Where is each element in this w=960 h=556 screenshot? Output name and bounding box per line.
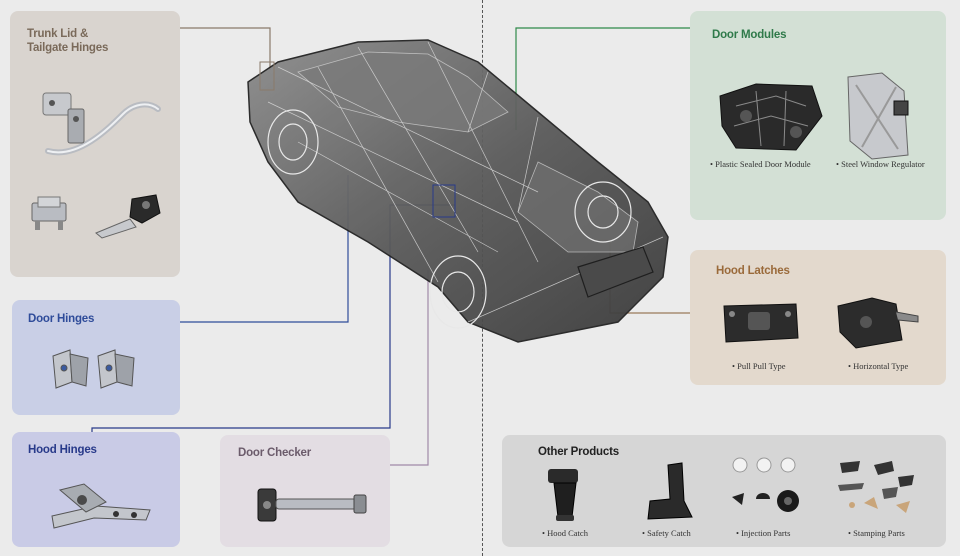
trunk-title-line2: Tailgate Hinges (27, 42, 109, 54)
other-products-title: Other Products (538, 446, 619, 458)
hood-hinge-icon (51, 483, 151, 529)
panel-door-modules: Door Modules • Plastic Sealed Door Modul… (690, 11, 946, 220)
car-wireframe-icon (247, 39, 669, 343)
horizontal-caption: • Horizontal Type (848, 361, 909, 371)
trunk-hinges-title: Trunk Lid & Tailgate Hinges (27, 27, 108, 55)
door-hinges-title: Door Hinges (28, 313, 95, 325)
tailgate-hinge-icon (95, 194, 161, 239)
hood-catch-caption: • Hood Catch (542, 528, 588, 538)
panel-door-hinges: Door Hinges (12, 300, 180, 415)
car-grille (577, 246, 654, 298)
panel-hood-hinges: Hood Hinges (12, 432, 180, 547)
panel-door-checker: Door Checker (220, 435, 390, 547)
window-regulator-caption: • Steel Window Regulator (836, 159, 925, 169)
hood-hinges-title: Hood Hinges (28, 444, 97, 456)
safety-catch-icon (647, 462, 693, 520)
hood-latch-horizontal-icon (837, 297, 919, 349)
gooseneck-hinge-icon (42, 92, 161, 156)
safety-catch-caption: • Safety Catch (642, 528, 691, 538)
window-regulator-icon (847, 72, 909, 160)
panel-trunk-hinges: Trunk Lid & Tailgate Hinges (10, 11, 180, 277)
panel-other-products: Other Products • Hood C (502, 435, 946, 547)
hood-catch-icon (548, 469, 578, 521)
door-hinge-icon (52, 349, 135, 389)
injection-parts-caption: • Injection Parts (736, 528, 791, 538)
hood-latches-title: Hood Latches (716, 265, 790, 277)
stamping-parts-caption: • Stamping Parts (848, 528, 905, 538)
door-checker-title: Door Checker (238, 447, 312, 459)
door-module-icon (719, 83, 823, 151)
panel-hood-latches: Hood Latches • Pull Pull Type • Horizont… (690, 250, 946, 385)
pull-pull-caption: • Pull Pull Type (732, 361, 786, 371)
door-module-caption: • Plastic Sealed Door Module (710, 159, 811, 169)
door-checker-icon (257, 488, 367, 522)
bracket-hinge-icon (31, 196, 67, 230)
hood-latch-icon (723, 303, 799, 343)
stamping-parts-icon (838, 461, 914, 513)
car-wheels (267, 109, 632, 329)
injection-parts-icon (732, 457, 799, 512)
trunk-title-line1: Trunk Lid & (27, 28, 89, 40)
door-modules-title: Door Modules (712, 29, 787, 41)
